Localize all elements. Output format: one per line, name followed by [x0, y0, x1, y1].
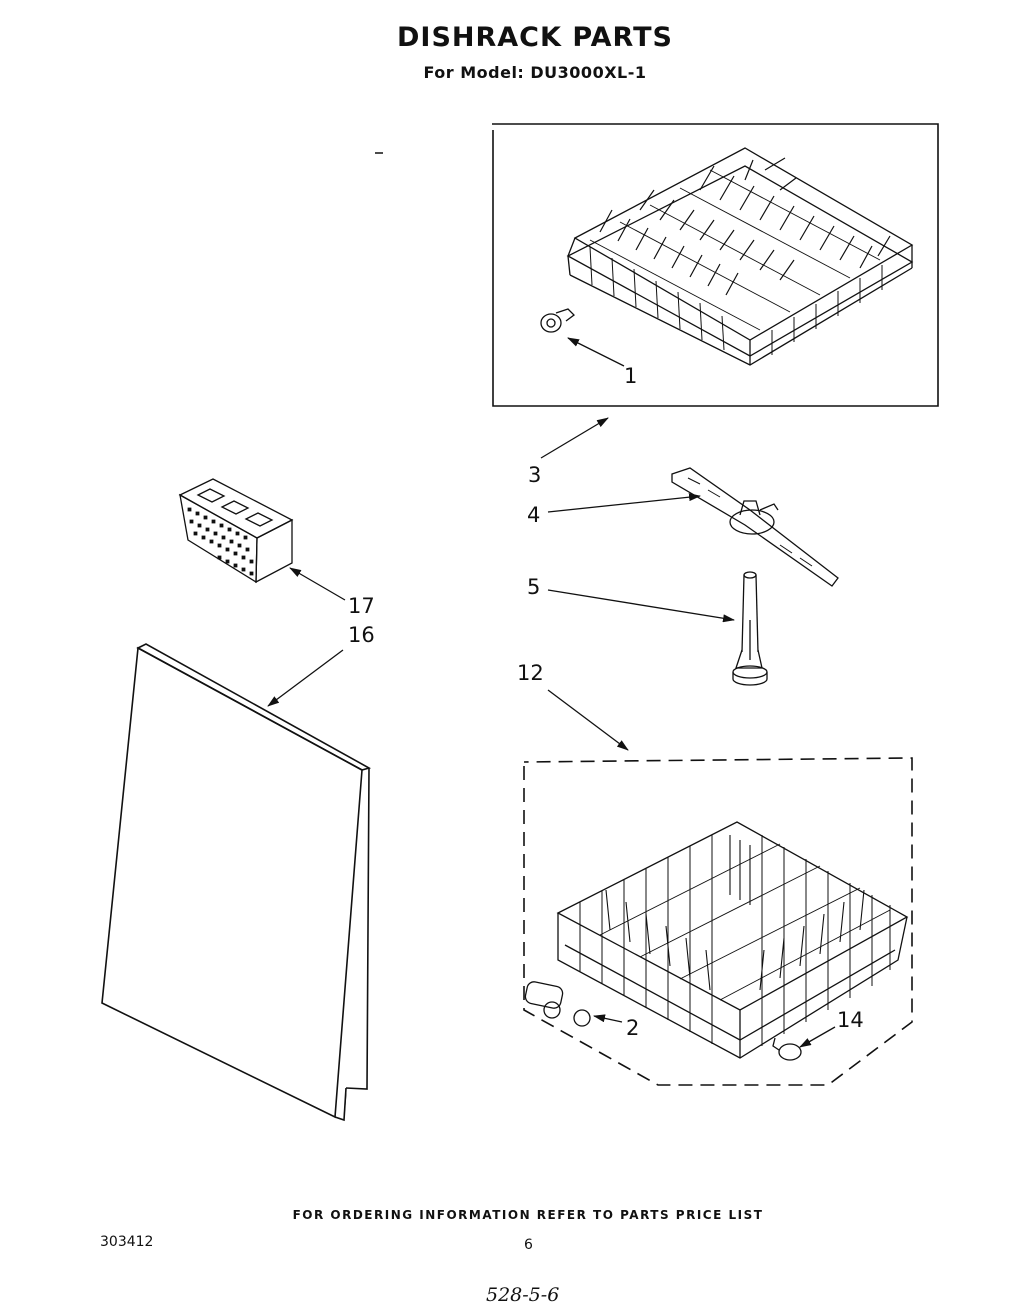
model-subtitle: For Model: DU3000XL-1	[423, 63, 647, 82]
handwritten-note: 528-5-6	[486, 1284, 560, 1306]
upper-rack-box	[492, 123, 939, 407]
callout-14: 14	[837, 1008, 864, 1032]
rack-wheel-part	[540, 308, 575, 333]
leader-lines	[267, 337, 836, 1048]
page-number: 6	[524, 1237, 533, 1253]
callout-12: 12	[517, 661, 544, 685]
lower-rack-box	[523, 757, 913, 1086]
upper-dishrack-drawing	[540, 147, 914, 366]
silverware-basket-drawing	[178, 478, 294, 584]
callout-17: 17	[348, 594, 375, 618]
spray-arm-drawing	[671, 467, 839, 587]
door-panel-drawing	[101, 643, 372, 1122]
callout-1: 1	[624, 364, 637, 388]
spray-tube-drawing	[732, 571, 768, 686]
callout-3: 3	[528, 463, 541, 487]
callout-2: 2	[626, 1016, 639, 1040]
ordering-note: FOR ORDERING INFORMATION REFER TO PARTS …	[292, 1208, 764, 1222]
callout-numbers: 1 3 4 5 12 2 14 17 16	[348, 364, 864, 1040]
callout-4: 4	[527, 503, 540, 527]
callout-16: 16	[348, 623, 375, 647]
lower-dishrack-drawing	[524, 821, 909, 1061]
cap-part	[772, 1037, 802, 1061]
callout-5: 5	[527, 575, 540, 599]
page-title: DISHRACK PARTS	[397, 22, 673, 53]
document-number: 303412	[100, 1234, 154, 1250]
lower-rack-wheel-part	[524, 981, 591, 1027]
